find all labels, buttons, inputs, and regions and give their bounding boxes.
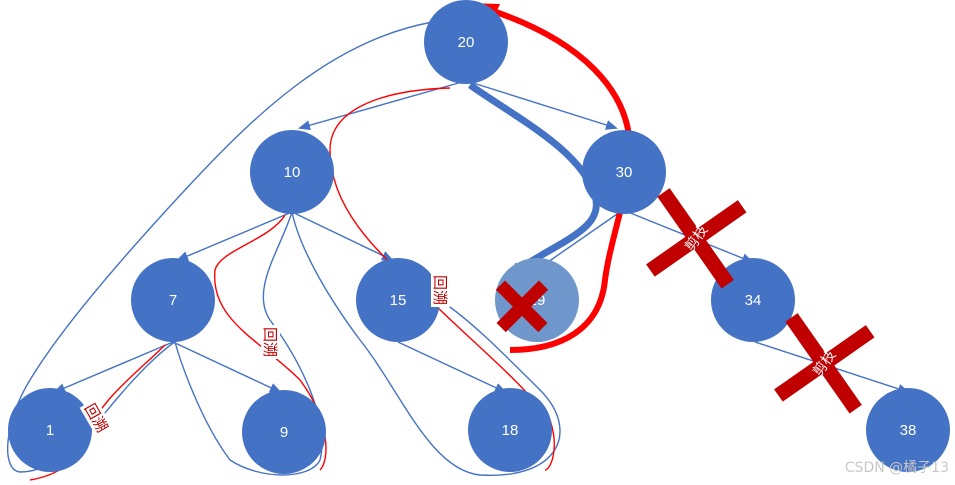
svg-text:30: 30 xyxy=(616,164,633,181)
edge-20-30 xyxy=(469,81,618,130)
svg-text:10: 10 xyxy=(284,164,301,181)
backtrack-labels: 回溯 回溯 回溯 xyxy=(79,273,450,438)
tree-edges xyxy=(53,81,910,394)
svg-text:回溯: 回溯 xyxy=(431,275,449,305)
svg-text:38: 38 xyxy=(900,422,917,439)
backtrack-label-1: 回溯 xyxy=(261,325,280,359)
svg-text:7: 7 xyxy=(169,292,177,309)
tree-node-30: 30 xyxy=(582,130,666,214)
traversal-path xyxy=(7,21,561,476)
prune-cross-30-34: 剪枝 xyxy=(646,188,747,289)
tree-node-10: 10 xyxy=(250,130,334,214)
edge-10-15 xyxy=(291,211,394,261)
svg-text:34: 34 xyxy=(745,292,762,309)
tree-node-38: 38 xyxy=(866,388,950,472)
tree-nodes: 20 10 30 7 15 19 34 1 xyxy=(8,0,950,474)
svg-text:9: 9 xyxy=(280,424,288,441)
tree-node-9: 9 xyxy=(242,390,326,474)
cross-mark-node-19 xyxy=(495,280,549,333)
edge-30-19 xyxy=(547,211,621,263)
edge-15-18 xyxy=(397,341,507,393)
tree-node-15: 15 xyxy=(356,258,440,342)
svg-text:18: 18 xyxy=(502,422,519,439)
tree-node-18: 18 xyxy=(468,388,552,472)
svg-text:1: 1 xyxy=(46,422,54,439)
svg-text:15: 15 xyxy=(390,292,407,309)
svg-text:回溯: 回溯 xyxy=(261,327,279,357)
edge-10-7 xyxy=(176,211,293,261)
prune-cross-34-38: 剪枝 xyxy=(774,313,875,414)
tree-node-20: 20 xyxy=(424,0,508,84)
search-path-arrow xyxy=(467,82,600,278)
tree-node-7: 7 xyxy=(131,258,215,342)
tree-node-1: 1 xyxy=(8,388,92,472)
edge-7-1 xyxy=(53,341,174,393)
watermark: CSDN @橘子13 xyxy=(844,460,949,476)
svg-text:20: 20 xyxy=(458,34,475,51)
backtrack-label-2: 回溯 xyxy=(431,273,450,307)
edge-7-9 xyxy=(172,341,282,393)
edge-20-10 xyxy=(298,81,463,131)
